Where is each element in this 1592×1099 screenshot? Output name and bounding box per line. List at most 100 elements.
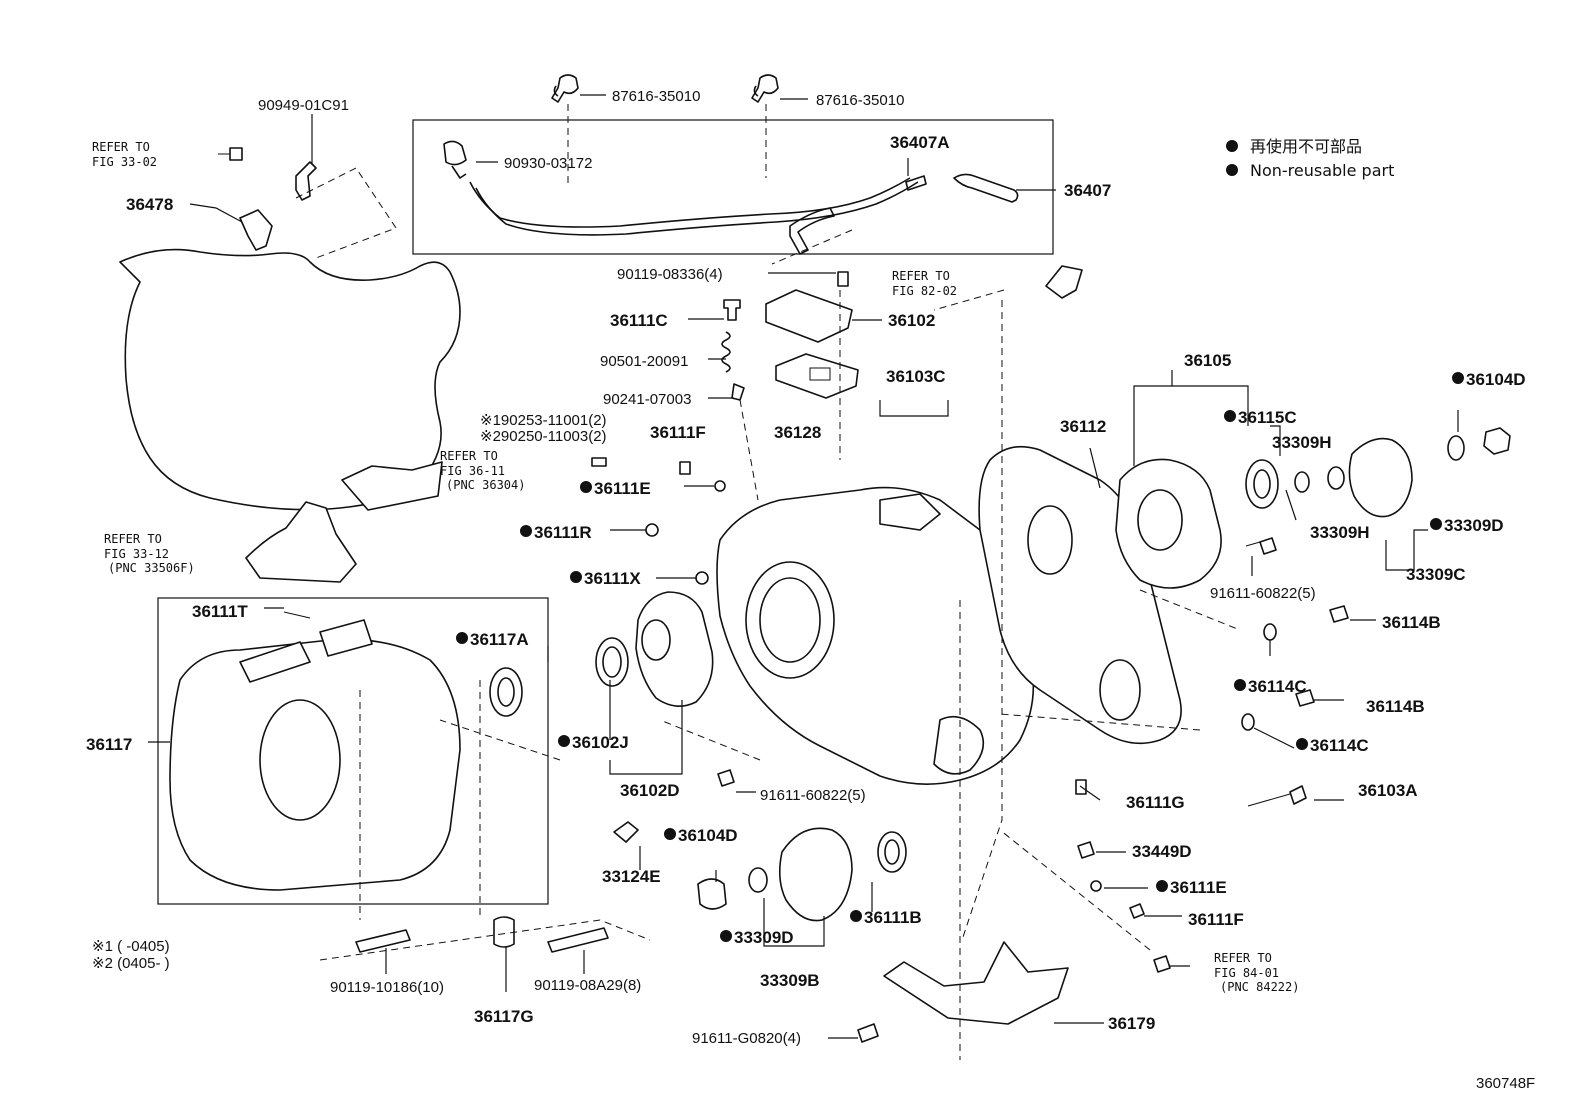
rear-housing-36105 (1115, 458, 1222, 589)
part-label: 36111B (864, 908, 922, 927)
part-label: 36111T (192, 602, 248, 621)
part-label: 91611-60822(5) (1210, 585, 1316, 602)
ref-label: FIG 33-12 (104, 547, 169, 561)
hose-clamp-right (751, 74, 779, 103)
cover-ref-36304 (341, 461, 443, 511)
gasket-36111E (1090, 880, 1102, 892)
bracket-82-02 (1045, 265, 1083, 299)
part-label: 36104D (1466, 370, 1526, 389)
bolt-90119-08A29 (547, 927, 609, 953)
non-reusable-dot-icon (520, 525, 532, 537)
hose-connector (905, 175, 927, 191)
bolt-36114B (1295, 689, 1315, 707)
hose-group-box (412, 119, 1054, 255)
part-label: 36114B (1366, 697, 1425, 716)
bolt-icon (717, 769, 735, 787)
ref-label: REFER TO (104, 532, 162, 546)
part-label: 36407A (890, 133, 950, 152)
non-reusable-dot-icon (570, 571, 582, 583)
plug-36117G (493, 916, 515, 948)
ref-label: FIG 82-02 (892, 284, 957, 298)
part-label: 91611-60822(5) (760, 787, 866, 804)
part-label: 87616-35010 (816, 92, 904, 109)
bracket-36179 (883, 941, 1069, 1025)
non-reusable-dot-icon (1156, 880, 1168, 892)
ref-label: FIG 33-02 (92, 155, 157, 169)
clip-bracket (295, 161, 317, 201)
nut-36104D (697, 878, 727, 910)
bolt-36103A (1289, 785, 1307, 805)
nut-36104D (1483, 427, 1511, 455)
non-reusable-dot-icon (664, 828, 676, 840)
spring-icon (721, 331, 731, 373)
part-label: 33309H (1310, 523, 1370, 542)
plug-36111F (1129, 903, 1145, 919)
case-group-box (157, 597, 549, 905)
part-label: 36117 (86, 735, 132, 754)
non-reusable-dot-icon (558, 735, 570, 747)
oil-seal-36111B (877, 831, 907, 873)
ref-label: (PNC 84222) (1220, 980, 1299, 994)
part-label: ※290250-11003(2) (480, 428, 607, 445)
gasket-36114C (1263, 623, 1277, 641)
part-label: 36103C (886, 367, 946, 386)
part-label: 91611-G0820(4) (692, 1030, 801, 1047)
breather-plug (443, 140, 467, 179)
cover-ref-33506F (245, 501, 357, 583)
part-label: ※190253-11001(2) (480, 412, 607, 429)
flange-33309B (778, 827, 853, 922)
part-label: 36179 (1108, 1014, 1155, 1033)
bearing-36117A (489, 667, 523, 717)
oil-seal-36102J (595, 637, 629, 687)
bracket-36478 (239, 209, 273, 251)
part-label: 90949-01C91 (258, 97, 349, 114)
part-label: 36111F (650, 423, 706, 442)
sensor-33124E (613, 821, 639, 843)
cover-36102 (765, 289, 853, 343)
part-label: 33309H (1272, 433, 1332, 452)
part-label: 90119-08336(4) (617, 266, 723, 283)
washer-33309D (1447, 435, 1465, 461)
part-label: 36407 (1064, 181, 1111, 200)
part-label: 90119-08A29(8) (534, 977, 641, 994)
part-label: 36112 (1060, 417, 1106, 436)
plug-36111C (723, 299, 741, 321)
hose-elbow (789, 207, 835, 255)
gasket-36114C (1241, 713, 1255, 731)
bolt-36114B (1329, 605, 1349, 623)
plug-36111F (679, 461, 691, 475)
part-label: 36128 (774, 423, 821, 442)
washer-33309D (748, 867, 768, 893)
ref-label: REFER TO (440, 449, 498, 463)
ref-label: REFER TO (1214, 951, 1272, 965)
part-label: 36111E (1170, 878, 1227, 897)
bolt-icon (837, 271, 849, 287)
part-label: 87616-35010 (612, 88, 700, 105)
part-label: 36114C (1310, 736, 1369, 755)
ref-label: FIG 36-11 (440, 464, 505, 478)
gasket-36111E (714, 480, 726, 492)
breather-hose (469, 177, 911, 228)
part-label: 33309C (1406, 565, 1466, 584)
part-label: 36111G (1126, 793, 1185, 812)
transmission-outline (119, 248, 461, 511)
part-label: 36102D (620, 781, 680, 800)
part-label: 36111C (610, 311, 668, 330)
ref-label: REFER TO (892, 269, 950, 283)
leader-lines (148, 94, 1459, 1060)
bolt-91611-G0820 (857, 1023, 879, 1043)
legend-text-en: Non-reusable part (1250, 161, 1394, 180)
figure-id: 360748F (1476, 1075, 1535, 1092)
washer-33309H (1327, 466, 1345, 490)
plug-33449D (1077, 841, 1095, 859)
part-label: 90119-10186(10) (330, 979, 444, 996)
bolt-icon (218, 147, 243, 161)
bearing-36115C (1245, 459, 1279, 509)
front-housing-36102D (635, 591, 714, 707)
part-label: 36114C (1248, 677, 1307, 696)
pin-36111T (283, 611, 311, 619)
part-label: 90501-20091 (600, 353, 688, 370)
part-label: 36115C (1238, 408, 1297, 427)
non-reusable-dot-icon (1452, 372, 1464, 384)
